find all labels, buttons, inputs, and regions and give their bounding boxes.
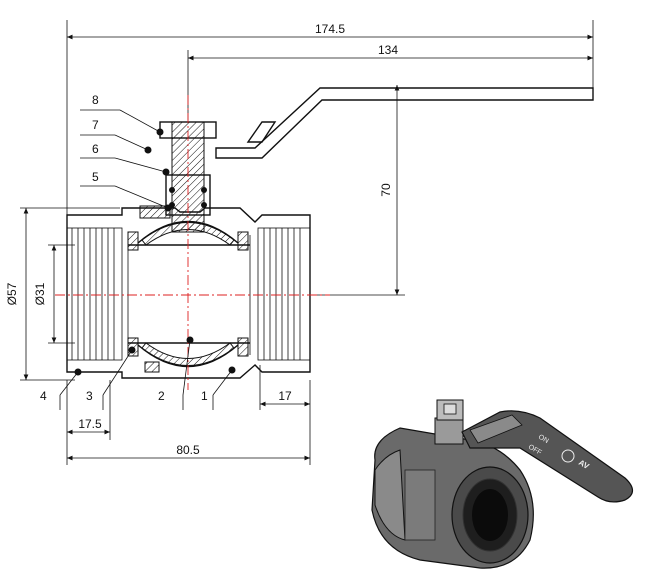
dim-stem-height: 70 (379, 183, 393, 197)
callout-4: 4 (40, 389, 47, 403)
stem-and-handle (159, 87, 594, 233)
dimension-lines (20, 20, 594, 465)
dim-overall-length: 174.5 (315, 22, 345, 36)
callout-leaders (59, 109, 236, 410)
callout-8: 8 (92, 93, 99, 107)
callout-3: 3 (86, 389, 93, 403)
dim-thread-length: 17.5 (78, 417, 102, 431)
dim-body-length: 80.5 (176, 443, 200, 457)
left-threads (66, 227, 123, 361)
dim-end-length: 17 (278, 389, 292, 403)
right-threads (257, 227, 311, 361)
callout-5: 5 (92, 170, 99, 184)
dim-handle-length: 134 (378, 43, 398, 57)
dim-bore-diameter: Ø31 (33, 282, 47, 305)
callout-6: 6 (92, 142, 99, 156)
callout-2: 2 (158, 389, 165, 403)
valve-product-illustration: ON OFF AV (371, 399, 634, 569)
dim-outer-diameter: Ø57 (5, 282, 19, 305)
callout-1: 1 (201, 389, 208, 403)
handle-text-on: ON (537, 434, 550, 445)
callout-7: 7 (92, 118, 99, 132)
